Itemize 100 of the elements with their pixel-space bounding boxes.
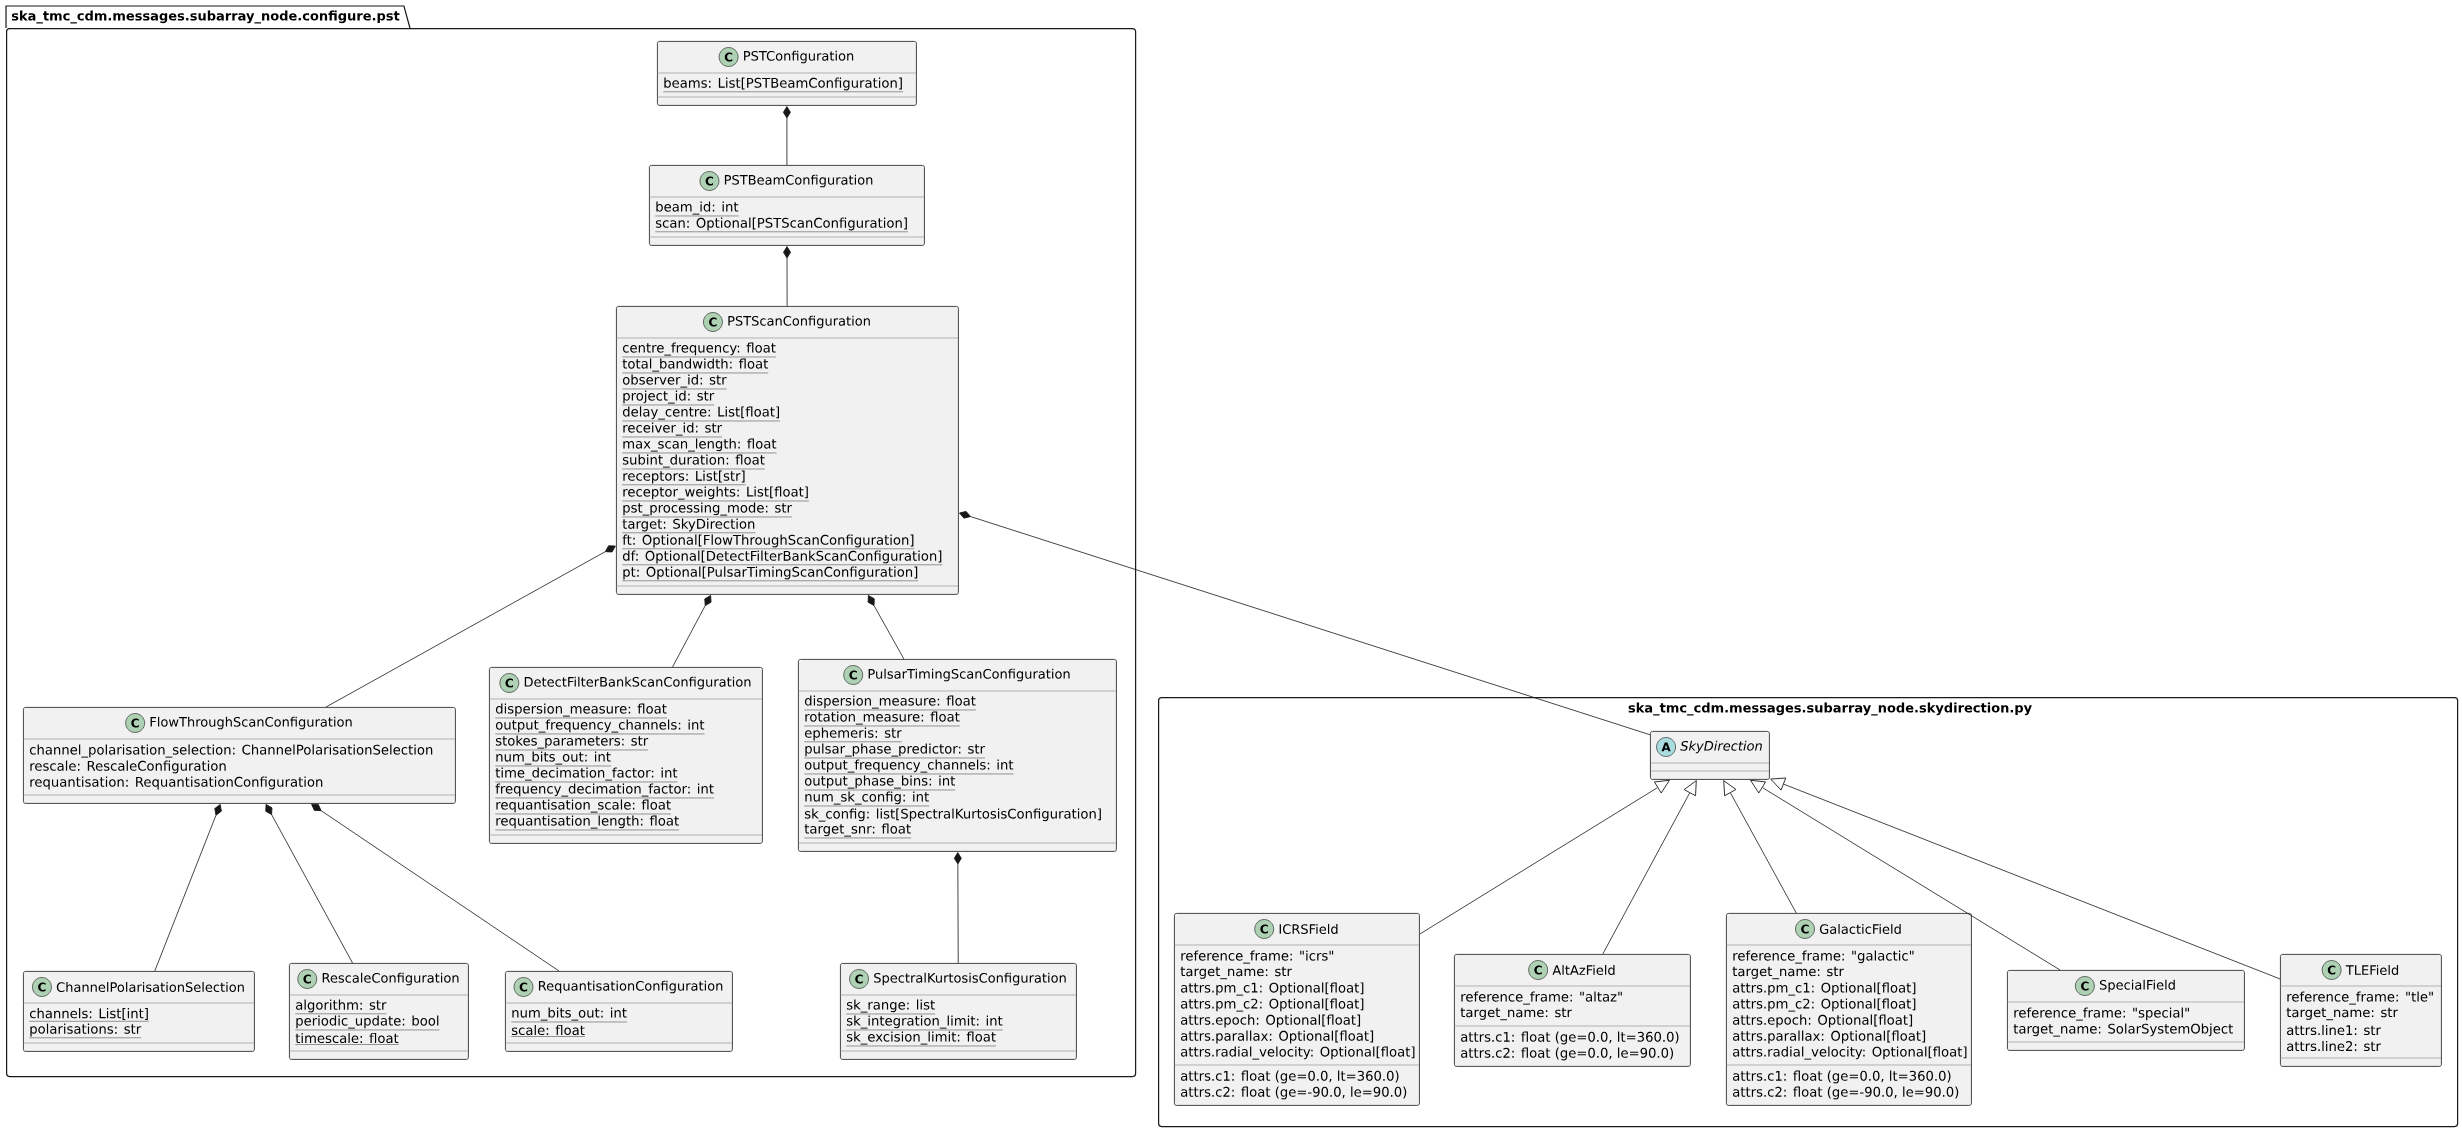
attribute-text: target_name: SolarSystemObject (2013, 1023, 2233, 1037)
class-box (839, 963, 1077, 1060)
attribute-text: attrs.radial_velocity: Optional[float] (1733, 1046, 1967, 1060)
attribute-text: target_snr: float (804, 823, 912, 839)
attribute-text: rescale: RescaleConfiguration (30, 760, 226, 774)
class-box (797, 659, 1117, 852)
class-name: DetectFilterBankScanConfiguration (524, 676, 751, 690)
class-name: PSTScanConfiguration (728, 315, 870, 329)
attribute-text: attrs.c2: float (ge=0.0, le=90.0) (1461, 1047, 1674, 1061)
class-box (1173, 913, 1420, 1106)
composition-line (265, 804, 353, 964)
attribute-text: centre_frequency: float (622, 342, 777, 358)
attribute-text: attrs.c1: float (ge=0.0, lt=360.0) (1181, 1070, 1399, 1084)
attribute-text: reference_frame: "icrs" (1181, 950, 1334, 964)
class-name: TLEField (2345, 964, 2399, 976)
class-box (648, 165, 925, 246)
attribute-text: target_name: str (1732, 966, 1844, 980)
attribute-text: num_sk_config: int (804, 791, 930, 807)
attribute-text: channels: List[int] (29, 1008, 150, 1022)
class-name: GalacticField (1819, 923, 1901, 935)
attribute-text: dispersion_measure: float (495, 703, 668, 719)
class-name: FlowThroughScanConfiguration (150, 716, 352, 730)
attribute-text: reference_frame: "altaz" (1461, 991, 1622, 1005)
attribute-text: scan: Optional[PSTScanConfiguration] (655, 217, 909, 232)
attribute-text: scale: float (511, 1024, 586, 1037)
attribute-text: receiver_id: str (622, 422, 723, 438)
inheritance-arrow (1770, 777, 2281, 980)
class-name: RequantisationConfiguration (538, 980, 723, 994)
composition-line (867, 595, 905, 660)
class-box (22, 971, 255, 1052)
attribute-text: output_frequency_channels: int (495, 719, 705, 735)
attribute-text: reference_frame: "galactic" (1733, 950, 1914, 964)
class-box (22, 707, 456, 804)
class-name: SpecialField (2099, 979, 2175, 993)
attribute-text: total_bandwidth: float (622, 358, 769, 374)
attribute-text: receptor_weights: List[float] (622, 486, 810, 502)
attribute-text: target: SkyDirection (622, 518, 756, 533)
attribute-text: max_scan_length: float (622, 438, 777, 454)
attribute-text: subint_duration: float (622, 454, 766, 470)
attribute-text: algorithm: str (295, 999, 387, 1014)
attribute-text: num_bits_out: int (495, 751, 612, 767)
class-name: SpectralKurtosisConfiguration (874, 972, 1066, 986)
attribute-text: channel_polarisation_selection: ChannelPolarisationSelection (29, 744, 433, 758)
attribute-text: sk_range: list (846, 999, 936, 1015)
composition-line (959, 511, 1651, 736)
composition-line (953, 852, 962, 964)
attribute-text: beams: List[PSTBeamConfiguration] (663, 77, 904, 92)
composition-line (311, 803, 560, 972)
attribute-text: output_phase_bins: int (804, 775, 956, 791)
attribute-text: attrs.parallax: Optional[float] (1733, 1030, 1926, 1044)
class-name: PulsarTimingScanConfiguration (868, 668, 1070, 682)
attribute-text: attrs.line1: str (2287, 1024, 2381, 1036)
attribute-text: target_name: str (1180, 966, 1292, 980)
class-name: SkyDirection (1680, 740, 1762, 754)
attribute-text: ft: Optional[FlowThroughScanConfiguration] (622, 534, 915, 549)
attribute-text: pst_processing_mode: str (622, 502, 793, 518)
attribute-text: receptors: List[str] (622, 470, 746, 485)
attribute-text: attrs.pm_c1: Optional[float] (1181, 982, 1364, 996)
class-box (615, 306, 959, 595)
attribute-text: requantisation: RequantisationConfiguration (30, 776, 323, 790)
attribute-text: output_frequency_channels: int (804, 759, 1014, 775)
class-box (488, 667, 763, 844)
attribute-text: beam_id: int (655, 201, 739, 217)
inheritance-arrow (1723, 780, 1797, 914)
attribute-text: df: Optional[DetectFilterBankScanConfiguration] (622, 550, 943, 565)
attribute-text: attrs.pm_c2: Optional[float] (1733, 998, 1916, 1012)
attribute-text: requantisation_scale: float (495, 799, 672, 815)
attribute-text: stokes_parameters: str (495, 735, 649, 751)
class-box (504, 971, 733, 1052)
composition-line (154, 804, 222, 972)
inheritance-arrow (1750, 779, 2061, 971)
class-box (2006, 970, 2245, 1051)
composition-line (672, 595, 712, 668)
attribute-text: target_name: str (2286, 1007, 2398, 1021)
attribute-text: frequency_decimation_factor: int (495, 783, 715, 799)
attribute-text: attrs.c1: float (ge=0.0, lt=360.0) (1461, 1031, 1679, 1045)
attribute-text: dispersion_measure: float (804, 695, 977, 711)
attribute-text: attrs.c2: float (ge=-90.0, le=90.0) (1733, 1086, 1959, 1100)
class-box (1649, 731, 1770, 780)
attribute-text: sk_integration_limit: int (846, 1015, 1003, 1031)
class-box (288, 963, 469, 1060)
attribute-text: polarisations: str (29, 1023, 142, 1038)
attribute-text: delay_centre: List[float] (622, 406, 781, 422)
attribute-text: attrs.pm_c1: Optional[float] (1733, 982, 1916, 996)
attribute-text: project_id: str (622, 390, 715, 406)
class-name: PSTConfiguration (744, 50, 854, 64)
class-name: ICRSField (1279, 923, 1338, 935)
class-box (656, 41, 917, 106)
attribute-text: attrs.epoch: Optional[float] (1733, 1014, 1913, 1028)
attribute-text: rotation_measure: float (804, 711, 961, 727)
class-name: RescaleConfiguration (322, 972, 459, 986)
inheritance-arrow (1419, 779, 1670, 935)
composition-line (783, 106, 791, 166)
attribute-text: attrs.radial_velocity: Optional[float] (1181, 1046, 1415, 1060)
attribute-text: time_decimation_factor: int (495, 767, 678, 783)
class-box (2279, 954, 2442, 1067)
attribute-text: pulsar_phase_predictor: str (804, 743, 986, 759)
attribute-text: observer_id: str (622, 374, 727, 390)
attribute-text: timescale: float (295, 1032, 399, 1045)
attribute-text: periodic_update: bool (295, 1015, 440, 1031)
